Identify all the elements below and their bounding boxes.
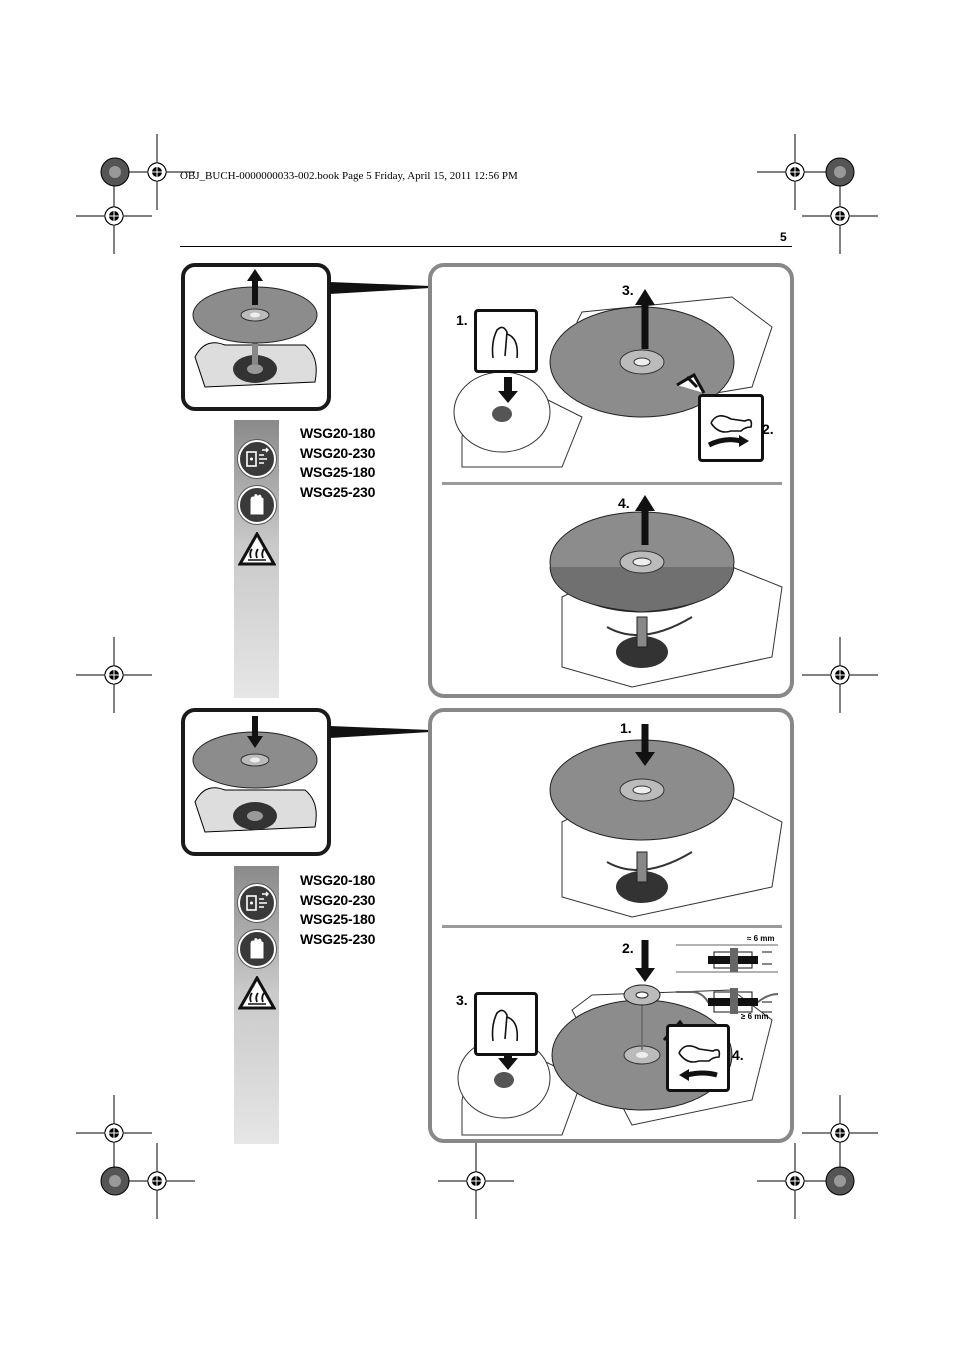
step-label: 4. xyxy=(618,495,630,511)
model-name: WSG25-230 xyxy=(300,483,376,500)
dimension-label: ≥ 6 mm xyxy=(741,1012,769,1021)
header-rule xyxy=(180,246,792,247)
model-name: WSG20-230 xyxy=(300,444,376,461)
illustration-panel-mount: 1. ≈ 6 mm ≥ 6 mm 2 xyxy=(428,708,794,1143)
hot-surface-warning-icon xyxy=(238,532,276,566)
step-label: 3. xyxy=(622,282,634,298)
finger-press-box xyxy=(474,309,538,373)
dimension-label: ≈ 6 mm xyxy=(747,934,775,943)
model-name: WSG25-180 xyxy=(300,464,376,480)
panel-divider xyxy=(442,925,782,928)
wrench-box xyxy=(666,1024,730,1092)
remove-disc-illustration xyxy=(453,289,773,468)
model-list-top: WSG20-180 WSG20-230 WSG25-180 WSG25-230 xyxy=(300,424,375,502)
unplug-icon xyxy=(238,884,276,922)
step-label: 2. xyxy=(762,421,774,437)
file-info-header: OBJ_BUCH-0000000033-002.book Page 5 Frid… xyxy=(180,170,518,182)
callout-wedge xyxy=(330,726,430,738)
model-name: WSG20-180 xyxy=(300,425,376,441)
disc-lift-illustration xyxy=(549,495,783,688)
thumbnail-remove-disc xyxy=(181,263,331,411)
model-list-bottom: WSG20-180 WSG20-230 WSG25-180 WSG25-230 xyxy=(300,871,375,949)
page-number: 5 xyxy=(780,230,787,244)
wrench-box xyxy=(698,394,764,462)
thumbnail-mount-disc xyxy=(181,708,331,856)
finger-press-box xyxy=(474,992,538,1056)
unplug-icon xyxy=(238,440,276,478)
place-disc-illustration xyxy=(549,724,783,918)
step-label: 3. xyxy=(456,992,468,1008)
gloves-icon xyxy=(238,486,276,524)
model-name: WSG20-230 xyxy=(300,891,376,908)
step-label: 1. xyxy=(620,720,632,736)
model-name: WSG25-180 xyxy=(300,911,376,927)
gloves-icon xyxy=(238,930,276,968)
model-name: WSG20-180 xyxy=(300,872,376,888)
step-label: 1. xyxy=(456,312,468,328)
callout-wedge xyxy=(330,282,430,294)
step-label: 4. xyxy=(732,1047,744,1063)
illustration-panel-remove: 1. 2. 3. 4. xyxy=(428,263,794,698)
model-name: WSG25-230 xyxy=(300,930,376,947)
hot-surface-warning-icon xyxy=(238,976,276,1010)
step-label: 2. xyxy=(622,940,634,956)
panel-divider xyxy=(442,482,782,485)
